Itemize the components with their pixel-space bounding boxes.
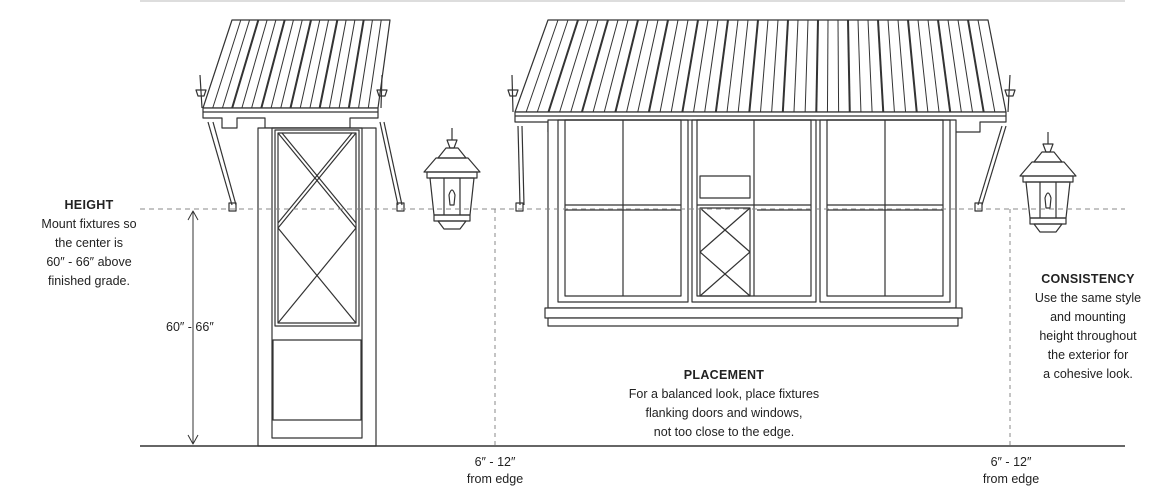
door-awning: [195, 19, 405, 212]
awning-stripe: [367, 19, 382, 109]
awning-stripe: [826, 19, 829, 113]
awning-stripe: [347, 19, 365, 109]
offset-value: 6″ - 12″: [990, 455, 1032, 469]
guide-lines: [140, 208, 1125, 447]
awning-stripe: [637, 19, 659, 113]
awning-stripe: [877, 19, 885, 113]
awning-stripe: [309, 19, 330, 109]
awning-stripe: [681, 19, 699, 113]
awning-stripe: [737, 19, 749, 113]
offset-label-right: 6″ - 12″ from edge: [966, 454, 1056, 488]
awning-stripe: [857, 19, 862, 113]
awning-stripe: [647, 19, 669, 113]
awning-stripe: [603, 19, 629, 113]
awning-stripe: [270, 19, 294, 109]
awning-stripe: [318, 19, 339, 109]
offset-value: 6″ - 12″: [474, 455, 516, 469]
placement-section: PLACEMENT For a balanced look, place fix…: [594, 366, 854, 442]
consistency-line: and mounting: [1050, 310, 1126, 324]
door-illustration: [257, 127, 377, 447]
height-line: the center is: [54, 236, 124, 250]
wall-lantern-icon-left: [423, 128, 481, 230]
awning-stripe: [570, 19, 599, 113]
awning-stripe: [748, 19, 759, 113]
awning-stripe: [338, 19, 356, 109]
awning-stripe: [559, 19, 589, 113]
awning-stripe: [693, 19, 709, 113]
placement-line: For a balanced look, place fixtures: [628, 387, 820, 401]
height-line: finished grade.: [47, 274, 130, 288]
awning-stripe: [867, 19, 873, 113]
awning-stripe: [917, 19, 929, 113]
awning-stripe: [847, 19, 851, 113]
awning-stripe: [957, 19, 974, 113]
awning-stripe: [241, 19, 268, 109]
awning-stripe: [525, 19, 559, 113]
consistency-line: height throughout: [1039, 329, 1137, 343]
awning-stripe: [887, 19, 895, 113]
offset-caption: from edge: [982, 472, 1040, 486]
awning-stripe: [726, 19, 739, 113]
awning-stripe: [614, 19, 639, 113]
awning-stripe: [358, 19, 373, 109]
consistency-section: CONSISTENCY Use the same style and mount…: [1026, 270, 1150, 384]
awning-stripe: [547, 19, 579, 113]
awning-stripe: [592, 19, 619, 113]
awning-stripe: [299, 19, 321, 109]
height-line: Mount fixtures so: [41, 217, 137, 231]
awning-stripe: [251, 19, 277, 109]
awning-stripe: [231, 19, 260, 109]
awning-stripe: [771, 19, 779, 113]
awning-stripe: [704, 19, 719, 113]
awning-stripe: [907, 19, 918, 113]
awning-stripe: [536, 19, 569, 113]
awning-stripe: [897, 19, 907, 113]
consistency-line: the exterior for: [1047, 348, 1129, 362]
placement-line: flanking doors and windows,: [645, 406, 803, 420]
awning-stripe: [815, 19, 819, 113]
awning-stripe: [328, 19, 347, 109]
height-dimension-arrow: [187, 210, 199, 445]
awning-stripe: [967, 19, 985, 113]
height-line: 60″ - 66″ above: [46, 255, 132, 269]
awning-stripe: [937, 19, 952, 113]
wall-lantern-icon-right: [1019, 132, 1077, 233]
awning-stripe: [260, 19, 286, 109]
awning-stripe: [760, 19, 769, 113]
placement-line: not too close to the edge.: [653, 425, 795, 439]
awning-stripe: [837, 19, 840, 113]
awning-stripe: [781, 19, 789, 113]
awning-stripe: [670, 19, 689, 113]
awning-stripe: [977, 19, 996, 113]
awning-stripe: [714, 19, 729, 113]
storefront-window-illustration: [544, 119, 963, 327]
awning-stripe: [659, 19, 679, 113]
awning-stripe: [804, 19, 809, 113]
awning-stripe: [793, 19, 799, 113]
awning-stripe: [289, 19, 312, 109]
awning-stripe: [927, 19, 940, 113]
awning-stripe: [626, 19, 649, 113]
awning-stripe: [212, 19, 242, 109]
dimension-label: 60″ - 66″: [166, 320, 214, 334]
consistency-line: Use the same style: [1034, 291, 1142, 305]
height-title: HEIGHT: [64, 198, 114, 212]
awning-stripe: [280, 19, 303, 109]
placement-title: PLACEMENT: [683, 368, 765, 382]
awning-stripe: [221, 19, 251, 109]
height-section: HEIGHT Mount fixtures so the center is 6…: [22, 196, 156, 291]
offset-label-left: 6″ - 12″ from edge: [450, 454, 540, 488]
offset-caption: from edge: [466, 472, 524, 486]
consistency-line: a cohesive look.: [1043, 367, 1133, 381]
awning-stripe: [580, 19, 609, 113]
awning-stripe: [947, 19, 962, 113]
consistency-title: CONSISTENCY: [1041, 272, 1135, 286]
